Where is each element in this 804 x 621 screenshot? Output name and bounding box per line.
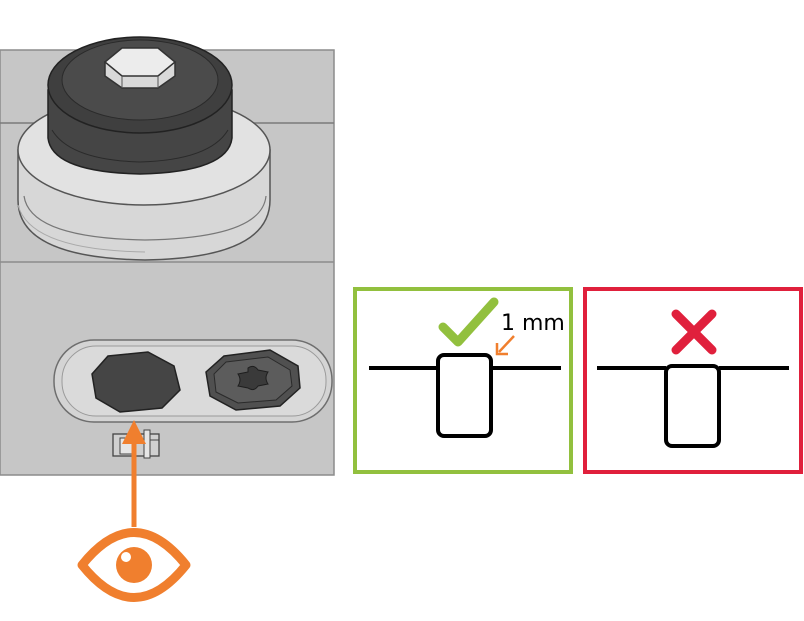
component-protruding	[436, 353, 493, 438]
component-flush	[664, 364, 721, 448]
eye-icon	[77, 528, 191, 602]
check-mark-icon	[438, 297, 499, 347]
arrow-up-icon	[122, 420, 146, 527]
correct-example-panel: 1 mm	[353, 287, 573, 474]
dimension-arrow-icon	[495, 335, 515, 356]
hardware-illustration	[0, 36, 335, 602]
torx-screw	[205, 349, 301, 411]
empty-hole	[91, 351, 181, 413]
incorrect-example-panel	[583, 287, 803, 474]
gap-label: 1 mm	[501, 311, 565, 336]
hex-nut	[103, 47, 177, 89]
cross-mark-icon	[671, 309, 717, 355]
slot-plate	[53, 339, 333, 423]
